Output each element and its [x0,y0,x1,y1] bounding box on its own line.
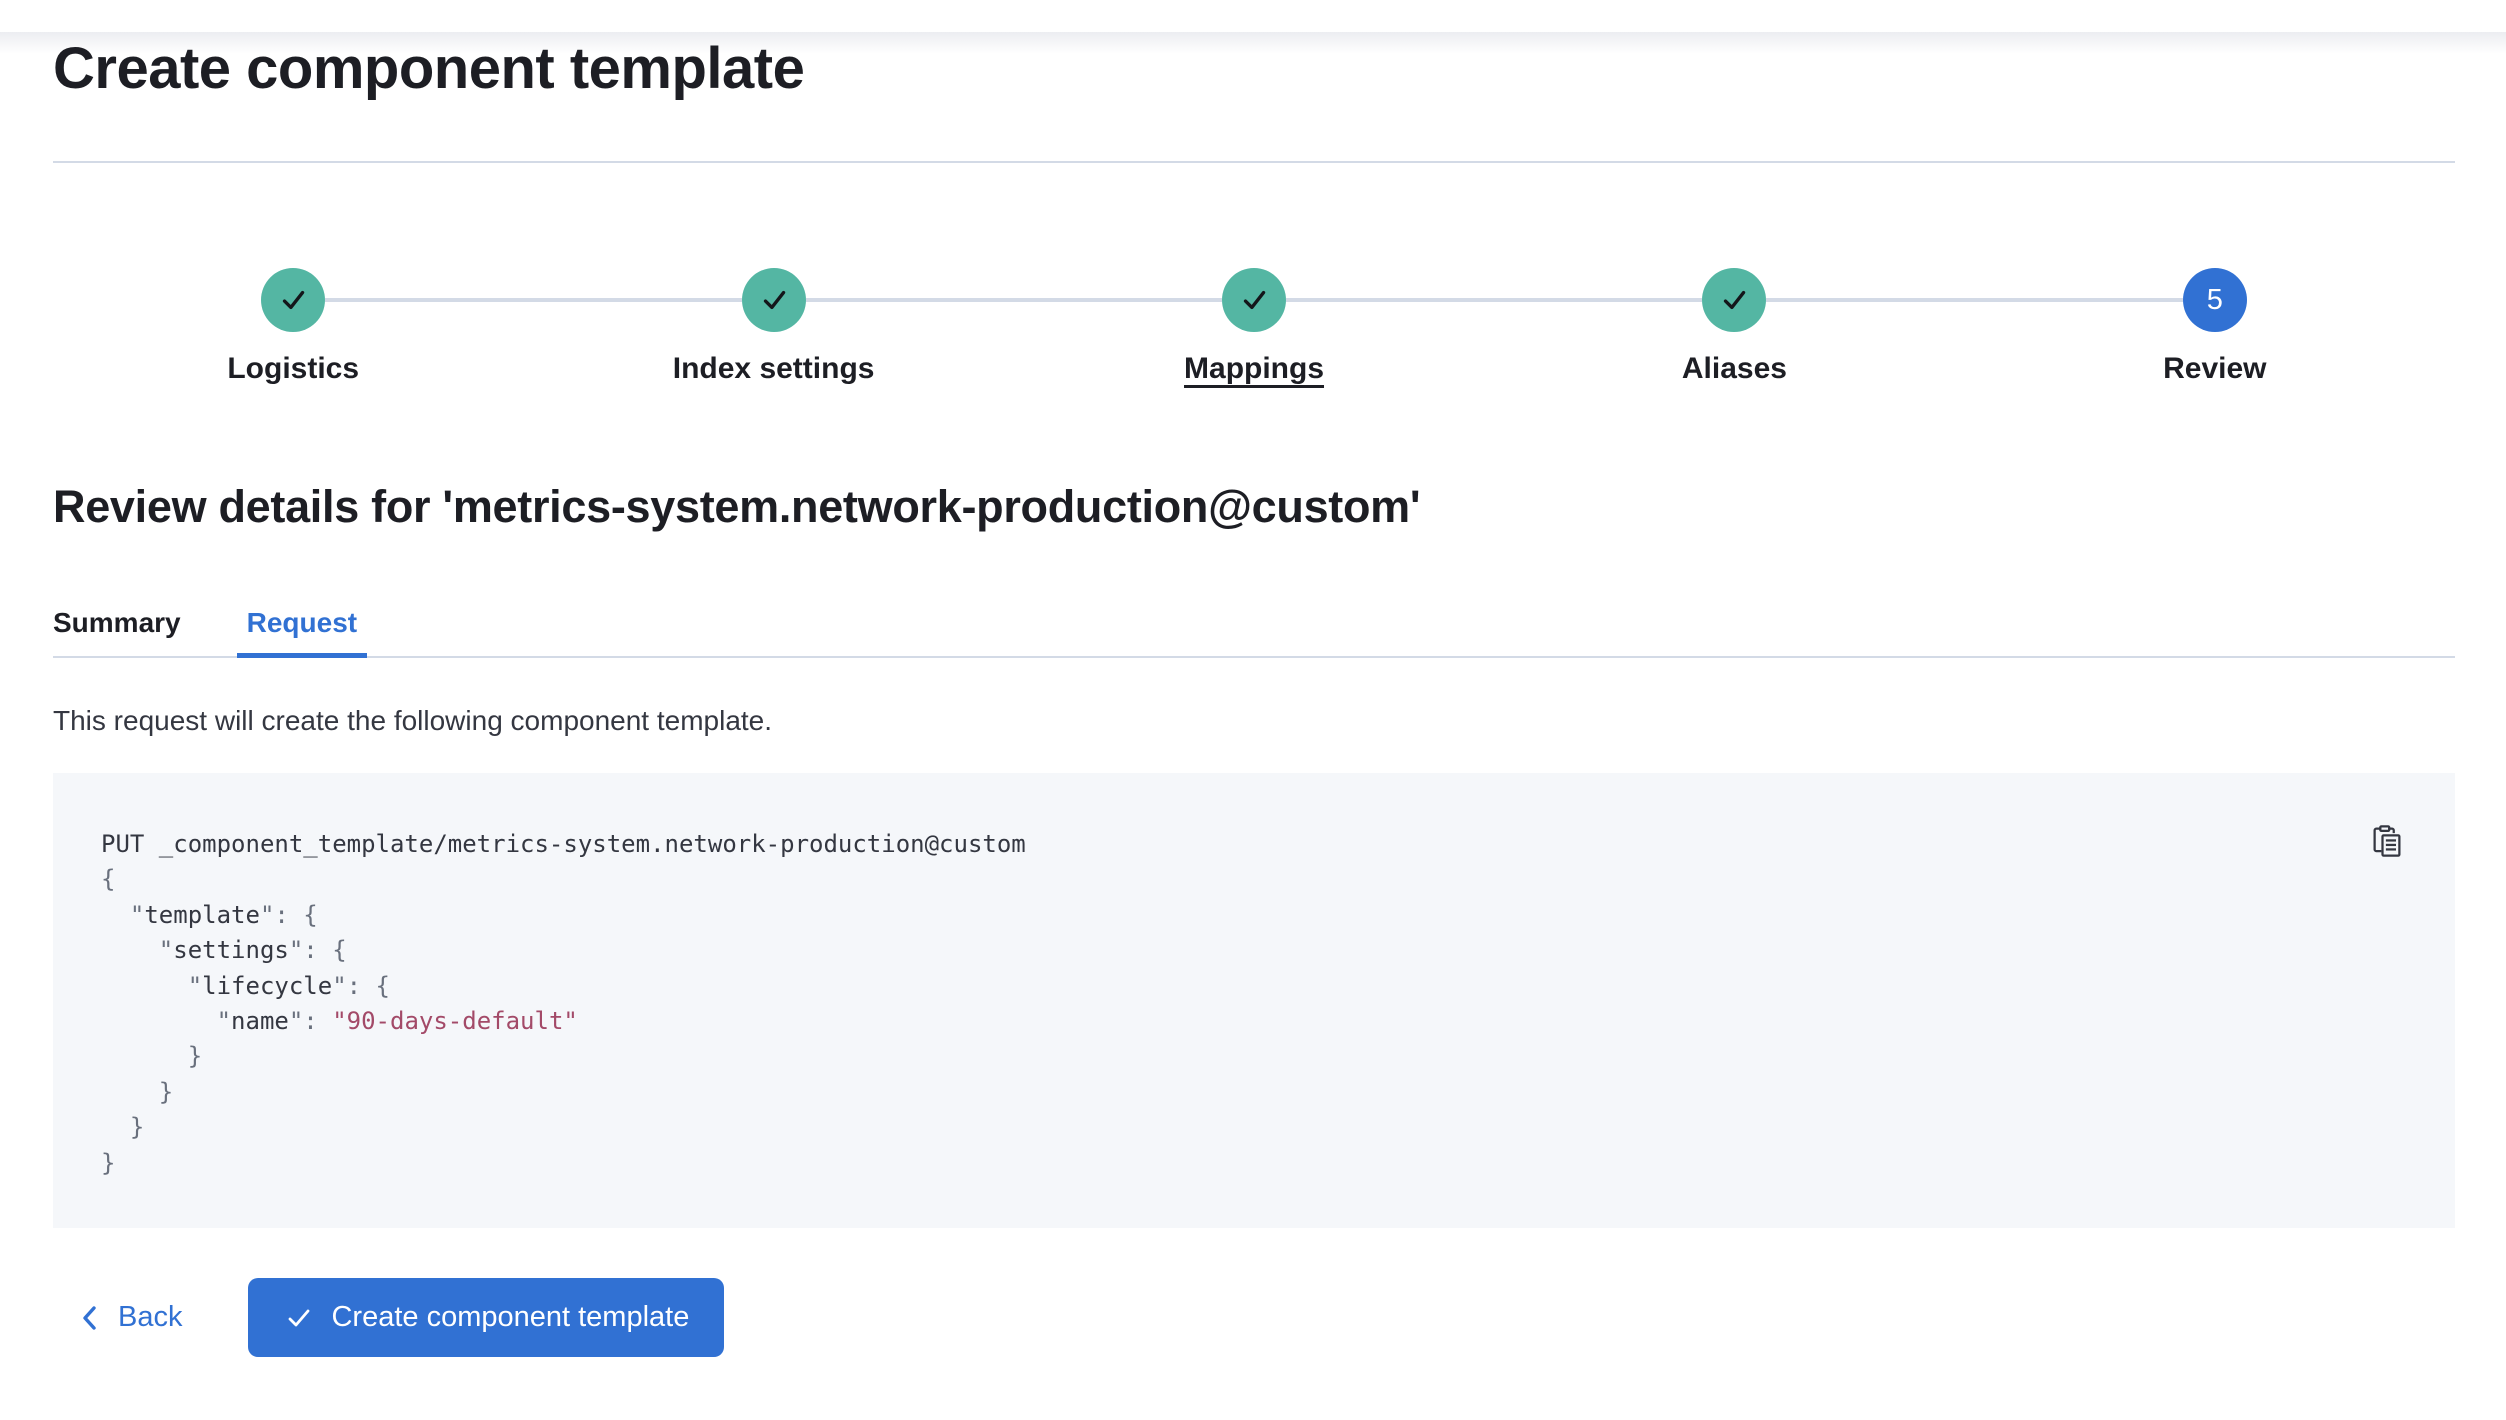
step-connector-right [2247,298,2455,302]
step-connector-left [1013,298,1223,302]
create-component-template-page: Create component template Logistics Index… [0,32,2506,1420]
step-label: Aliases [1681,352,1787,385]
step-connector-right [325,298,534,302]
chevron-left-icon [83,1305,96,1330]
step-connector-right [805,298,1014,302]
footer-actions: Back Create component template [53,1278,2455,1358]
step-connector-left [1494,298,1703,302]
request-code-block: PUT _component_template/metrics-system.n… [53,773,2455,1229]
step-indicator [1494,268,1975,332]
step-indicator: 5 [1974,268,2455,332]
step-connector-right [1766,298,1975,302]
step-connector-left [1974,298,2183,302]
check-icon [289,1309,310,1326]
step-connector-right [1286,298,1495,302]
create-component-template-button[interactable]: Create component template [248,1278,725,1358]
copy-clipboard-icon [2373,825,2401,857]
back-button[interactable]: Back [78,1301,182,1335]
step-indicator [533,268,1014,332]
step-complete-circle [741,268,806,332]
step-aliases[interactable]: Aliases [1494,268,1975,386]
header-divider [53,161,2455,163]
step-complete-circle [261,268,326,332]
page-title: Create component template [53,36,805,101]
step-indicator [53,268,534,332]
submit-label: Create component template [331,1301,690,1334]
tab-summary[interactable]: Summary [53,607,181,638]
check-icon [1724,290,1746,310]
step-complete-circle [1222,268,1287,332]
step-logistics[interactable]: Logistics [53,268,534,386]
step-mappings[interactable]: Mappings [1013,268,1495,386]
tab-request[interactable]: Request [236,594,368,658]
step-connector-left [53,298,261,302]
step-indicator [1013,268,1495,332]
step-number: 5 [2206,283,2223,316]
request-code: PUT _component_template/metrics-system.n… [101,830,1026,1177]
check-icon [283,290,305,310]
step-label: Review [2163,352,2267,385]
step-index-settings[interactable]: Index settings [533,268,1014,386]
step-number-circle: 5 [2182,268,2247,332]
check-icon [1243,290,1266,310]
request-description: This request will create the following c… [53,705,773,736]
review-tabs: Summary Request [53,594,2455,658]
review-heading: Review details for 'metrics-system.netwo… [53,481,1421,532]
step-complete-circle [1702,268,1767,332]
step-label: Mappings [1184,352,1325,385]
copy-button[interactable] [2365,819,2409,863]
check-icon [763,290,785,310]
step-label: Logistics [227,352,360,385]
step-connector-left [533,298,742,302]
back-label: Back [118,1301,183,1334]
step-label: Index settings [672,352,875,385]
